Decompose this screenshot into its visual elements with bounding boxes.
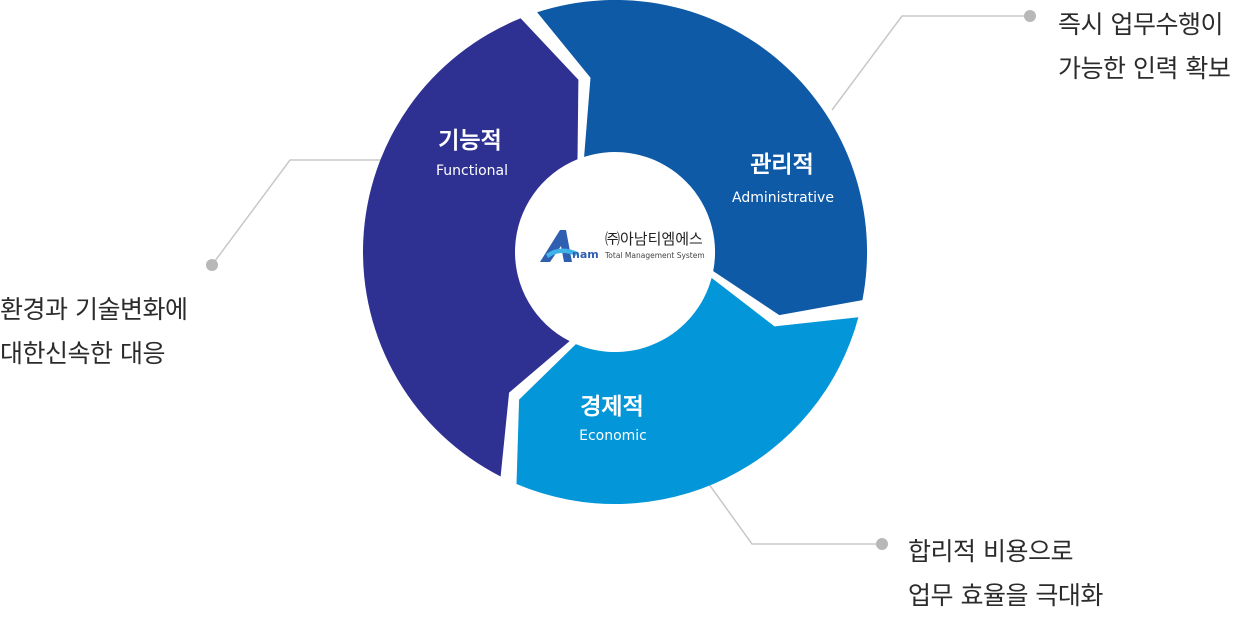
callout-economic-line-1: 합리적 비용으로 bbox=[908, 537, 1073, 566]
logo-mark: nam bbox=[540, 230, 599, 262]
segment-title-administrative: 관리적 bbox=[750, 152, 813, 178]
callout-economic: 합리적 비용으로 업무 효율을 극대화 bbox=[908, 530, 1103, 618]
callout-administrative-line-2: 가능한 인력 확보 bbox=[1058, 54, 1231, 83]
segment-economic bbox=[516, 277, 859, 505]
segment-subtitle-administrative: Administrative bbox=[732, 190, 834, 206]
segment-title-economic: 경제적 bbox=[580, 394, 643, 420]
logo-company-name: ㈜아남티엠에스 bbox=[605, 230, 703, 248]
leader-lines bbox=[211, 15, 1030, 545]
logo-tagline: Total Management System bbox=[604, 251, 705, 260]
leader-line-functional bbox=[211, 159, 392, 266]
cycle-diagram: 기능적 Functional 관리적 Administrative 경제적 Ec… bbox=[206, 0, 1036, 550]
segment-administrative bbox=[537, 0, 868, 316]
company-logo: nam ㈜아남티엠에스 Total Management System bbox=[540, 230, 705, 262]
callout-functional-line-2: 대한신속한 대응 bbox=[0, 339, 165, 368]
leader-dot-administrative bbox=[1024, 10, 1036, 22]
logo-mark-text: nam bbox=[572, 248, 599, 261]
callout-administrative: 즉시 업무수행이 가능한 인력 확보 bbox=[1058, 3, 1231, 91]
leader-line-administrative bbox=[831, 15, 1030, 111]
callout-economic-line-2: 업무 효율을 극대화 bbox=[908, 581, 1103, 610]
segment-subtitle-functional: Functional bbox=[436, 163, 508, 179]
segment-title-functional: 기능적 bbox=[438, 128, 501, 154]
callout-functional: 환경과 기술변화에 대한신속한 대응 bbox=[0, 288, 188, 376]
leader-dot-functional bbox=[206, 259, 218, 271]
leader-dot-economic bbox=[876, 538, 888, 550]
segment-functional bbox=[362, 18, 579, 477]
callout-functional-line-1: 환경과 기술변화에 bbox=[0, 295, 188, 324]
callout-administrative-line-1: 즉시 업무수행이 bbox=[1058, 10, 1223, 39]
leader-line-economic bbox=[705, 479, 882, 545]
segment-subtitle-economic: Economic bbox=[579, 428, 647, 444]
